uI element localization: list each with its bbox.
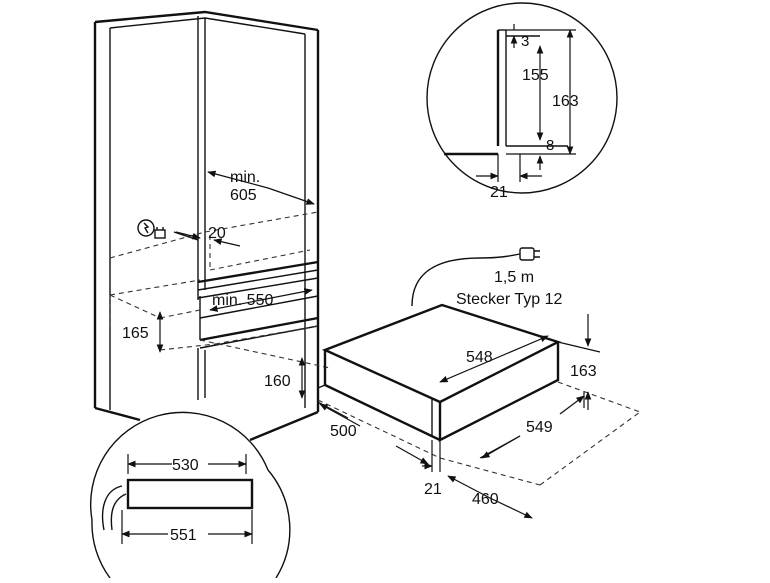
- label-548: 548: [466, 349, 493, 366]
- power-plug-icon: [519, 247, 540, 261]
- label-detail-21: 21: [490, 184, 508, 201]
- label-min: min.: [230, 169, 260, 186]
- dimension-lines: [156, 170, 601, 519]
- label-detail-8: 8: [546, 137, 554, 154]
- label-160: 160: [264, 373, 291, 390]
- label-plug-type: Stecker Typ 12: [456, 291, 563, 308]
- label-detail-3: 3: [521, 33, 529, 50]
- detail-circle-bottom: [89, 411, 291, 579]
- label-163-right: 163: [570, 363, 597, 380]
- electrical-warning-icon: [137, 219, 199, 241]
- label-detail-530: 530: [172, 457, 199, 474]
- label-min-550: min. 550: [212, 292, 273, 309]
- tall-cabinet: [93, 10, 320, 442]
- label-165: 165: [122, 325, 149, 342]
- label-460: 460: [472, 491, 499, 508]
- label-605: 605: [230, 187, 257, 204]
- label-detail-163: 163: [552, 93, 579, 110]
- label-cable-length: 1,5 m: [494, 269, 534, 286]
- label-20: 20: [208, 225, 226, 242]
- power-cable: [411, 247, 540, 307]
- dimension-labels: min. 605 20 min. 550 165 160 500 21 460 …: [122, 33, 597, 544]
- dashed-guides: [109, 211, 641, 486]
- label-detail-155: 155: [522, 67, 549, 84]
- cable-icon: [411, 253, 521, 307]
- warming-drawer: [317, 303, 562, 442]
- label-549: 549: [526, 419, 553, 436]
- label-21-front: 21: [424, 481, 442, 498]
- label-detail-551: 551: [170, 527, 197, 544]
- label-500: 500: [330, 423, 357, 440]
- detail-circle-top: [426, 2, 618, 194]
